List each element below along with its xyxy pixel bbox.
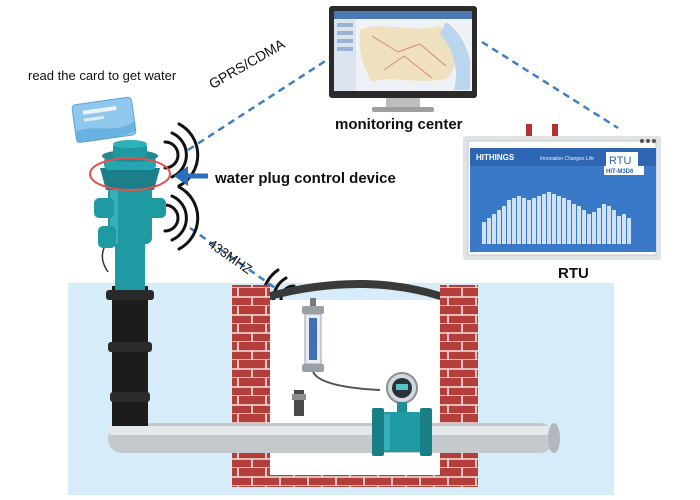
rtu-panel-bar xyxy=(587,214,591,244)
rtu-panel-bar xyxy=(627,218,631,244)
signal-lower-icon xyxy=(163,185,200,251)
water-card-icon xyxy=(71,96,137,143)
rtu-model-code: HIT-M3D6 xyxy=(606,169,634,175)
rtu-panel-bar xyxy=(612,210,616,244)
rtu-panel-bar xyxy=(607,206,611,244)
rtu-panel-bar xyxy=(537,196,541,244)
link-lines xyxy=(187,40,619,292)
rtu-device: HITHINGS Innovation Changes Life RTU HIT… xyxy=(463,124,661,260)
rtu-link-line xyxy=(481,40,619,130)
rtu-panel-bar xyxy=(617,216,621,244)
rtu-panel-bar xyxy=(492,214,496,244)
flow-meter-icon xyxy=(372,372,432,456)
rtu-panel-bar xyxy=(532,198,536,244)
rtu-panel-bar xyxy=(547,192,551,244)
rtu-panel-bar xyxy=(602,204,606,244)
rtu-panel-bar xyxy=(597,208,601,244)
water-plug-control-device-label: water plug control device xyxy=(215,170,396,187)
rtu-panel-bar xyxy=(582,210,586,244)
monitoring-center-label: monitoring center xyxy=(335,116,463,133)
rtu-panel-bar xyxy=(527,200,531,244)
rtu-panel-bar xyxy=(512,198,516,244)
mhz-link-line xyxy=(189,226,279,292)
rtu-panel-bar xyxy=(562,198,566,244)
rtu-brand-logo: HITHINGS xyxy=(476,153,515,162)
rtu-panel-bar xyxy=(622,214,626,244)
rtu-panel-bar xyxy=(567,200,571,244)
rtu-panel-bar xyxy=(552,194,556,244)
gprs-link-line xyxy=(187,56,331,152)
rtu-panel-bar xyxy=(517,196,521,244)
rtu-model-badge: RTU xyxy=(609,155,631,167)
pointer-arrow-icon xyxy=(174,166,208,186)
rtu-panel-bar xyxy=(577,206,581,244)
rtu-panel-bar xyxy=(487,218,491,244)
rtu-panel-bar xyxy=(542,194,546,244)
rtu-panel-bar xyxy=(507,200,511,244)
rtu-label: RTU xyxy=(558,265,589,282)
rtu-panel-bar xyxy=(497,210,501,244)
water-pipe xyxy=(108,423,560,453)
rtu-panel-bar xyxy=(502,206,506,244)
control-device-highlight xyxy=(89,157,171,191)
rtu-panel-bar xyxy=(522,198,526,244)
rtu-panel-bar xyxy=(592,212,596,244)
rtu-tagline: Innovation Changes Life xyxy=(540,156,594,162)
read-card-label: read the card to get water xyxy=(28,68,177,83)
brick-chamber xyxy=(232,280,478,487)
rtu-panel-bar xyxy=(482,222,486,244)
rtu-panel-bar xyxy=(572,204,576,244)
level-sensor-icon xyxy=(292,298,381,416)
monitor-icon xyxy=(329,6,477,112)
rtu-panel-bar xyxy=(557,196,561,244)
